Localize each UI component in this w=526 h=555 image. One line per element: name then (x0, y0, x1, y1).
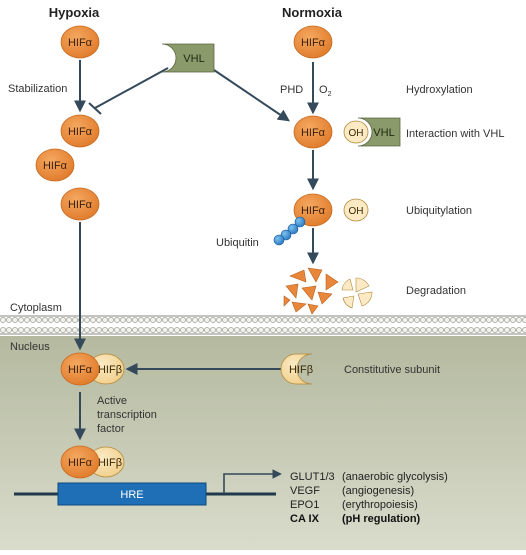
svg-text:VHL: VHL (373, 127, 394, 139)
vhl-binding-arrow (213, 69, 290, 122)
inhibition-bar (88, 102, 102, 115)
svg-text:VHL: VHL (183, 53, 204, 65)
degradation-label: Degradation (406, 285, 466, 297)
vhl-inhibition-line (94, 67, 169, 109)
hif-oh-complex: OH HIFα (293, 193, 369, 227)
nucleus-label: Nucleus (10, 341, 50, 353)
degraded-oh-fragments (341, 277, 373, 309)
vhl-protein: VHL (161, 43, 215, 73)
hif-alpha-hypoxia-1: HIFα (60, 25, 100, 59)
gene-role: (erythropoiesis) (342, 499, 418, 511)
gene-role: (pH regulation) (342, 513, 421, 525)
ubiquitin-label: Ubiquitin (216, 237, 259, 249)
svg-text:HRE: HRE (120, 489, 143, 501)
svg-text:OH: OH (349, 128, 364, 139)
hif-oh-vhl-complex: VHL OH HIFα (293, 115, 401, 149)
svg-text:HIFα: HIFα (301, 127, 326, 139)
target-gene-list: GLUT1/3 (anaerobic glycolysis) VEGF (ang… (290, 471, 448, 525)
gene-name: VEGF (290, 485, 320, 497)
hif-alpha-hypoxia-3: HIFα (35, 148, 75, 182)
oxygen-label: O2 (319, 84, 332, 98)
hydroxylation-label: Hydroxylation (406, 84, 473, 96)
active-tf-label-line2: transcription (97, 409, 157, 421)
gene-role: (angiogenesis) (342, 485, 414, 497)
transcription-arrow (223, 469, 282, 494)
gene-name: EPO1 (290, 499, 319, 511)
constitutive-subunit-label: Constitutive subunit (344, 364, 440, 376)
stabilization-label: Stabilization (8, 83, 67, 95)
svg-text:HIFα: HIFα (68, 199, 93, 211)
hypoxia-header: Hypoxia (49, 5, 100, 20)
hif-alpha-hypoxia-2: HIFα (60, 114, 100, 148)
cytoplasm-label: Cytoplasm (10, 302, 62, 314)
svg-text:HIFα: HIFα (68, 37, 93, 49)
gene-name: GLUT1/3 (290, 471, 335, 483)
gene-role: (anaerobic glycolysis) (342, 471, 448, 483)
svg-text:HIFα: HIFα (43, 160, 68, 172)
hif-alpha-normoxia-1: HIFα (293, 25, 333, 59)
svg-text:OH: OH (349, 206, 364, 217)
hre-element: HRE (57, 482, 207, 506)
svg-text:HIFα: HIFα (68, 126, 93, 138)
svg-text:HIFβ: HIFβ (289, 364, 313, 376)
gene-name: CA IX (290, 513, 320, 525)
hif-dimer-hre-bound: HIFβ HIFα (60, 445, 125, 479)
interaction-vhl-label: Interaction with VHL (406, 128, 504, 140)
svg-text:HIFα: HIFα (301, 205, 326, 217)
svg-text:HIFα: HIFα (68, 364, 93, 376)
ubiquitylation-label: Ubiquitylation (406, 205, 472, 217)
phd-label: PHD (280, 84, 303, 96)
pathway-arrows (74, 60, 319, 441)
active-tf-label-line3: factor (97, 423, 125, 435)
normoxia-header: Normoxia (282, 5, 343, 20)
degraded-hif-fragments (283, 267, 339, 315)
svg-text:HIFβ: HIFβ (98, 364, 122, 376)
ubiquitin-chain (273, 216, 306, 246)
nuclear-membrane (0, 315, 526, 335)
active-tf-label-line1: Active (97, 395, 127, 407)
hif-alpha-hypoxia-4: HIFα (60, 187, 100, 221)
svg-text:HIFβ: HIFβ (98, 457, 122, 469)
svg-text:HIFα: HIFα (68, 457, 93, 469)
hif-beta-constitutive: HIFβ (280, 353, 313, 385)
svg-text:HIFα: HIFα (301, 37, 326, 49)
hif-dimer-nucleus: HIFβ HIFα (60, 352, 125, 386)
